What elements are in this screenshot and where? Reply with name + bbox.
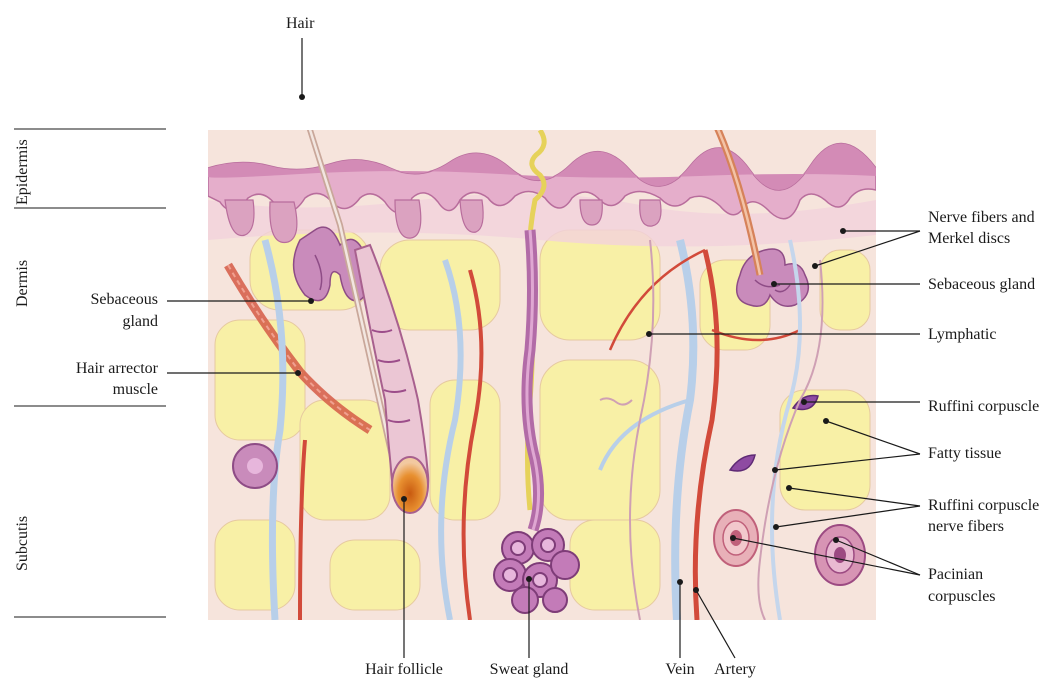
label-nerve-fibers-line2: Merkel discs	[928, 229, 1010, 249]
label-sebaceous-gland-right: Sebaceous gland	[928, 275, 1035, 295]
label-nerve-fibers-line1: Nerve fibers and	[928, 208, 1035, 228]
label-ruffini-corpuscle: Ruffini corpuscle	[928, 397, 1039, 417]
layer-label-dermis: Dermis	[14, 260, 32, 307]
layer-label-subcutis: Subcutis	[14, 516, 32, 571]
label-hair-follicle: Hair follicle	[352, 660, 456, 680]
label-hair: Hair	[286, 14, 314, 34]
label-hair-arrector-line2: muscle	[20, 380, 158, 400]
label-vein: Vein	[655, 660, 705, 680]
label-ruffini-nerve-line1: Ruffini corpuscle	[928, 496, 1039, 516]
layer-label-epidermis: Epidermis	[14, 139, 32, 205]
label-pacinian-line1: Pacinian	[928, 565, 983, 585]
label-pacinian-line2: corpuscles	[928, 587, 996, 607]
tissue-block	[207, 95, 876, 620]
label-sebaceous-gland-left-line1: Sebaceous	[40, 290, 158, 310]
label-ruffini-nerve-line2: nerve fibers	[928, 517, 1004, 537]
label-hair-arrector-line1: Hair arrector	[20, 359, 158, 379]
label-lymphatic: Lymphatic	[928, 325, 996, 345]
label-artery: Artery	[705, 660, 765, 680]
label-fatty-tissue: Fatty tissue	[928, 444, 1001, 464]
label-sweat-gland: Sweat gland	[477, 660, 581, 680]
label-sebaceous-gland-left-line2: gland	[40, 312, 158, 332]
